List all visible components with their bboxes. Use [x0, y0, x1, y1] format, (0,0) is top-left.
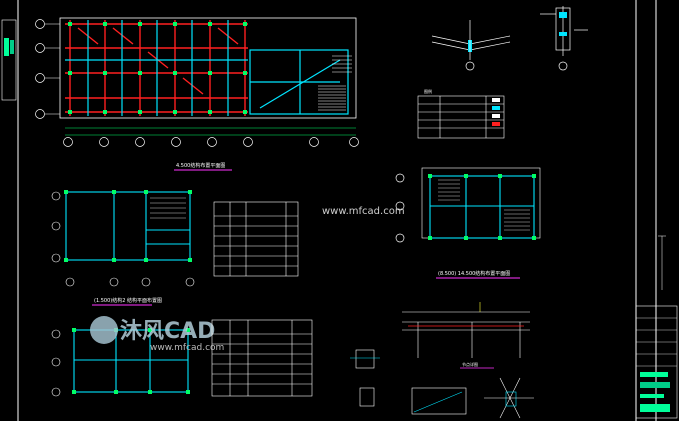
member-schedule-table[interactable]: [213, 201, 299, 277]
column-detail-top[interactable]: [540, 6, 588, 71]
title-block[interactable]: [635, 305, 678, 419]
small-column-detail[interactable]: [350, 349, 380, 407]
svg-text:沐风CAD: 沐风CAD: [120, 319, 215, 344]
bottom-schedule-table[interactable]: [211, 319, 313, 397]
section-detail-top[interactable]: [431, 20, 511, 71]
beam-connection-detail[interactable]: [402, 302, 530, 358]
legend-header: 图例: [424, 88, 432, 94]
plan-title-3: (1.500)结构2 结构平面布置图: [92, 297, 162, 306]
left-mid-plan[interactable]: [51, 190, 195, 287]
site-logo-watermark: 沐风CAD: [90, 316, 215, 344]
bracing-detail[interactable]: [411, 377, 534, 419]
bottom-left-plan[interactable]: [51, 328, 190, 397]
legend-table[interactable]: [417, 95, 505, 139]
svg-text:(8.500) 14.500结构布置平面图: (8.500) 14.500结构布置平面图: [438, 270, 510, 277]
right-section-marks: [658, 235, 666, 290]
svg-text:(1.500)结构2 结构平面布置图: (1.500)结构2 结构平面布置图: [94, 297, 162, 304]
svg-text:节点详图: 节点详图: [462, 361, 478, 367]
left-title-strip: [1, 19, 17, 101]
watermark-top: www.mfcad.com: [322, 206, 405, 217]
svg-text:4.500结构布置平面图: 4.500结构布置平面图: [176, 162, 225, 169]
right-mid-plan[interactable]: [395, 167, 541, 243]
watermark-bottom: www.mfcad.com: [150, 343, 224, 353]
plan-title-2: (8.500) 14.500结构布置平面图: [436, 270, 520, 279]
detail-title: 节点详图: [460, 361, 494, 369]
top-structural-plan[interactable]: [35, 17, 359, 147]
plan-title-1: 4.500结构布置平面图: [174, 162, 232, 171]
